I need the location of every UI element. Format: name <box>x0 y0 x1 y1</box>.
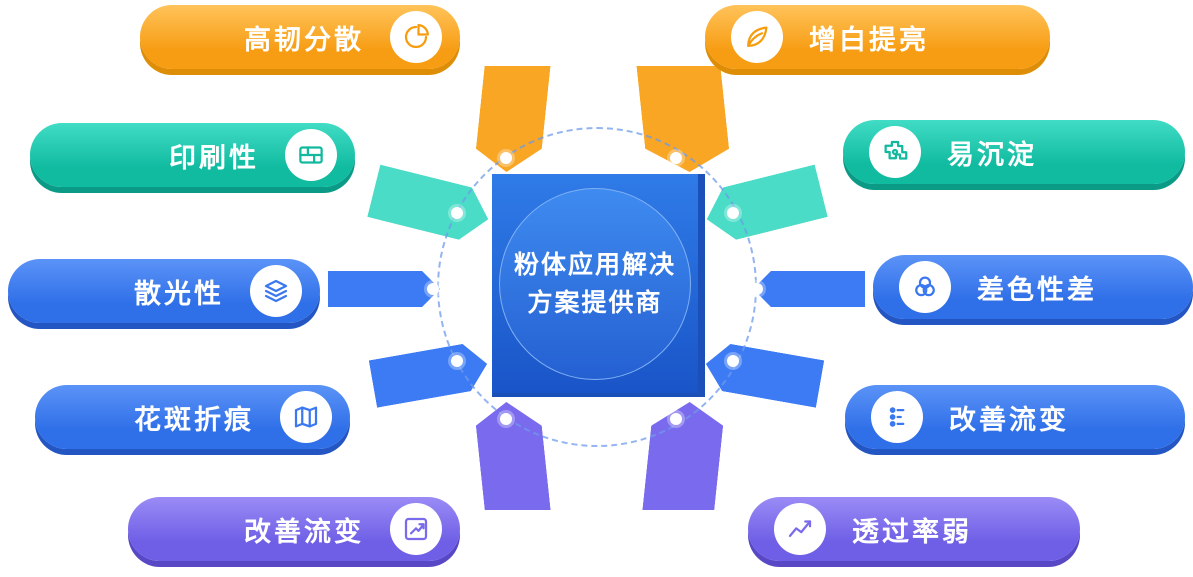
pie-chart-icon <box>390 11 442 63</box>
pill-rheology-improvement-2: 改善流变 <box>845 385 1185 449</box>
center-title-circle: 粉体应用解决 方案提供商 <box>499 187 691 380</box>
connector-mid-right <box>753 271 865 307</box>
pill-printability: 印刷性 <box>30 123 355 187</box>
center-block: 粉体应用解决 方案提供商 <box>492 174 705 397</box>
node-dot <box>451 355 463 367</box>
node-dot <box>670 152 682 164</box>
connector-mid-left <box>328 271 440 307</box>
node-dot <box>500 413 512 425</box>
pill-label: 改善流变 <box>244 516 364 548</box>
pill-label: 易沉淀 <box>947 139 1037 171</box>
line-chart-icon <box>774 503 826 555</box>
pill-toughness-dispersion: 高韧分散 <box>140 5 460 69</box>
node-dot <box>751 283 763 295</box>
pill-light-scattering: 散光性 <box>8 259 320 323</box>
pill-label: 高韧分散 <box>244 24 364 56</box>
pill-easy-sedimentation: 易沉淀 <box>843 120 1185 184</box>
pill-weak-transmittance: 透过率弱 <box>748 497 1080 561</box>
overlap-circles-icon <box>899 261 951 313</box>
center-title-line2: 方案提供商 <box>527 287 663 317</box>
pill-mottling-creases: 花斑折痕 <box>35 385 350 449</box>
pill-poor-color-difference: 差色性差 <box>873 255 1193 319</box>
center-title-line1: 粉体应用解决 <box>513 250 676 279</box>
pill-whitening-brightening: 增白提亮 <box>705 5 1050 69</box>
node-dot <box>670 413 682 425</box>
pill-rheology-improvement: 改善流变 <box>128 497 460 561</box>
printing-icon <box>285 129 337 181</box>
node-dot <box>451 207 463 219</box>
pill-label: 透过率弱 <box>852 516 972 548</box>
puzzle-icon <box>869 126 921 178</box>
node-dot <box>727 355 739 367</box>
flow-adjust-icon <box>871 391 923 443</box>
layers-icon <box>250 265 302 317</box>
pill-label: 改善流变 <box>949 404 1069 436</box>
pill-label: 印刷性 <box>169 142 259 174</box>
leaf-icon <box>731 11 783 63</box>
node-dot <box>500 152 512 164</box>
map-icon <box>280 391 332 443</box>
pill-label: 差色性差 <box>977 274 1097 306</box>
pill-label: 增白提亮 <box>809 24 929 56</box>
node-dot <box>727 207 739 219</box>
pill-label: 花斑折痕 <box>134 404 254 436</box>
node-dot <box>427 283 439 295</box>
trend-arrow-icon <box>390 503 442 555</box>
pill-label: 散光性 <box>134 278 224 310</box>
